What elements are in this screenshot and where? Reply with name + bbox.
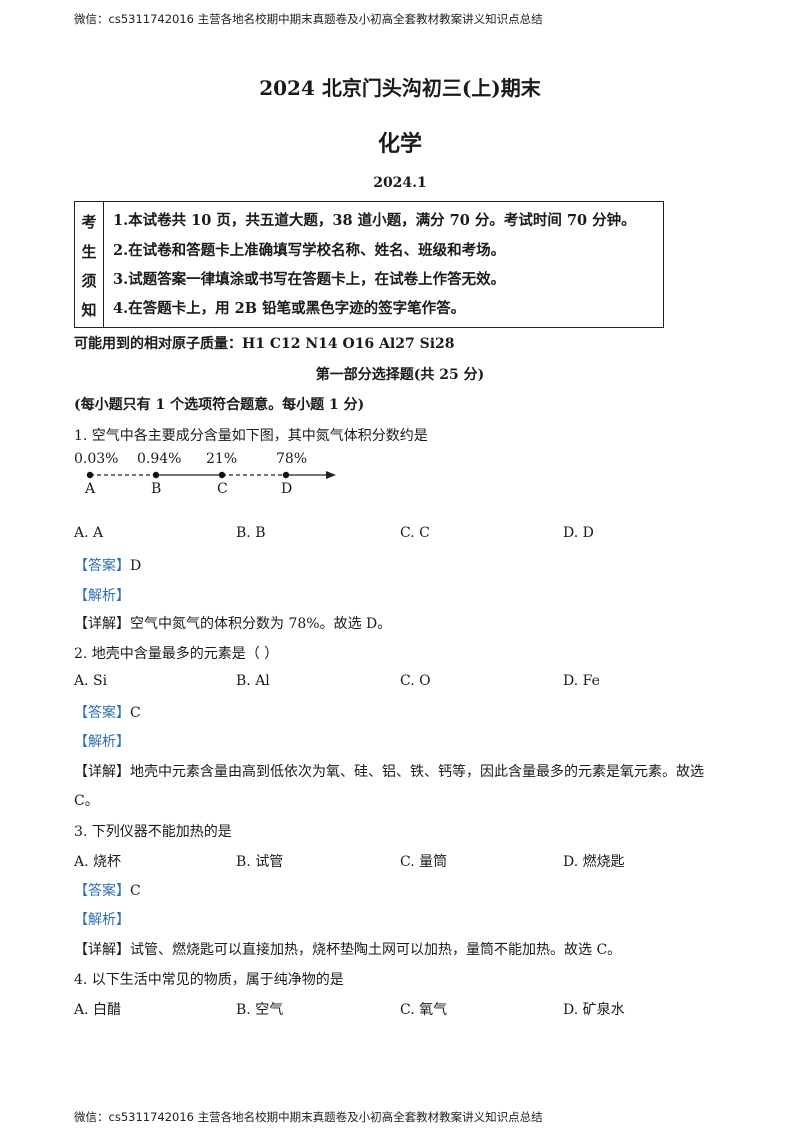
detail-tag: 【详解】	[74, 764, 130, 780]
notice-label-column: 考 生 须 知	[75, 202, 104, 327]
q3-option-d: D. 燃烧匙	[563, 854, 625, 870]
q4-option-c: C. 氧气	[400, 1002, 448, 1018]
q2-stem: 2. 地壳中含量最多的元素是（ ）	[74, 646, 279, 662]
answer-value: C	[130, 883, 141, 899]
notice-label-char: 知	[81, 301, 97, 319]
q1-option-b: B. B	[236, 525, 266, 541]
answer-value: D	[130, 558, 142, 574]
answer-tag: 【答案】	[74, 705, 130, 721]
page-footer-watermark: 微信：cs5311742016 主营各地名校期中期末真题卷及小初高全套教材教案讲…	[74, 1110, 543, 1124]
q2-option-a: A. Si	[74, 673, 108, 689]
q2-analysis-tag: 【解析】	[74, 734, 130, 750]
notice-item: 4.在答题卡上，用 2B 铅笔或黑色字迹的签字笔作答。	[113, 300, 466, 317]
notice-label-char: 生	[81, 243, 97, 261]
notice-item: 2.在试卷和答题卡上准确填写学校名称、姓名、班级和考场。	[113, 242, 506, 259]
atomic-masses: 可能用到的相对原子质量：H1 C12 N14 O16 Al27 Si28	[74, 336, 455, 352]
axis-point-label: A	[85, 481, 96, 497]
axis-value: 0.94%	[137, 451, 182, 467]
axis-point-label: D	[281, 481, 293, 497]
notice-label-char: 考	[81, 213, 97, 231]
axis-point-label: B	[151, 481, 162, 497]
q2-detail: 【详解】地壳中元素含量由高到低依次为氧、硅、铝、铁、钙等，因此含量最多的元素是氧…	[74, 761, 704, 781]
q3-answer: 【答案】C	[74, 880, 141, 900]
axis-point-label: C	[217, 481, 228, 497]
q1-detail: 【详解】空气中氮气的体积分数为 78%。故选 D。	[74, 613, 391, 633]
exam-date: 2024.1	[373, 175, 427, 191]
q2-detail-continued: C。	[74, 793, 99, 809]
q1-answer: 【答案】D	[74, 555, 141, 575]
notice-label-char: 须	[81, 272, 97, 290]
answer-value: C	[130, 705, 141, 721]
notice-item: 3.试题答案一律填涂或书写在答题卡上，在试卷上作答无效。	[113, 271, 506, 288]
detail-text: 试管、燃烧匙可以直接加热，烧杯垫陶土网可以加热，量筒不能加热。故选 C。	[130, 942, 622, 958]
axis-point	[282, 471, 290, 479]
detail-tag: 【详解】	[74, 616, 130, 632]
section-note: (每小题只有 1 个选项符合题意。每小题 1 分)	[74, 397, 365, 413]
q2-answer: 【答案】C	[74, 702, 141, 722]
q3-detail: 【详解】试管、燃烧匙可以直接加热，烧杯垫陶土网可以加热，量筒不能加热。故选 C。	[74, 939, 621, 959]
detail-tag: 【详解】	[74, 942, 130, 958]
q4-option-b: B. 空气	[236, 1002, 284, 1018]
q1-option-a: A. A	[74, 525, 104, 541]
exam-title: 2024 北京门头沟初三(上)期末	[259, 76, 541, 100]
notice-item: 1.本试卷共 10 页，共五道大题，38 道小题，满分 70 分。考试时间 70…	[113, 212, 636, 229]
answer-tag: 【答案】	[74, 883, 130, 899]
axis-value: 21%	[206, 451, 238, 467]
q1-analysis-tag: 【解析】	[74, 588, 130, 604]
q2-option-c: C. O	[400, 673, 431, 689]
q3-stem: 3. 下列仪器不能加热的是	[74, 824, 232, 840]
section-title: 第一部分选择题(共 25 分)	[315, 367, 485, 383]
composition-axis	[86, 471, 336, 479]
axis-value: 78%	[276, 451, 308, 467]
q3-analysis-tag: 【解析】	[74, 912, 130, 928]
q4-stem: 4. 以下生活中常见的物质，属于纯净物的是	[74, 972, 344, 988]
answer-tag: 【答案】	[74, 558, 130, 574]
page-header-watermark: 微信：cs5311742016 主营各地名校期中期末真题卷及小初高全套教材教案讲…	[74, 12, 543, 26]
detail-text: 空气中氮气的体积分数为 78%。故选 D。	[130, 616, 392, 632]
axis-value: 0.03%	[74, 451, 119, 467]
q2-option-d: D. Fe	[563, 673, 600, 689]
q3-option-b: B. 试管	[236, 854, 284, 870]
q1-option-d: D. D	[563, 525, 594, 541]
axis-arrow-icon	[326, 471, 336, 479]
subject-title: 化学	[377, 131, 422, 157]
q4-option-d: D. 矿泉水	[563, 1002, 625, 1018]
q1-option-c: C. C	[400, 525, 430, 541]
exam-notice-box: 考 生 须 知 1.本试卷共 10 页，共五道大题，38 道小题，满分 70 分…	[74, 201, 664, 328]
q2-option-b: B. Al	[236, 673, 270, 689]
q4-option-a: A. 白醋	[74, 1002, 122, 1018]
axis-point	[152, 471, 160, 479]
detail-text: 地壳中元素含量由高到低依次为氧、硅、铝、铁、钙等，因此含量最多的元素是氧元素。故…	[130, 764, 704, 780]
q3-option-c: C. 量筒	[400, 854, 448, 870]
q3-option-a: A. 烧杯	[74, 854, 122, 870]
axis-point	[86, 471, 94, 479]
q1-stem: 1. 空气中各主要成分含量如下图，其中氮气体积分数约是	[74, 428, 428, 444]
axis-point	[218, 471, 226, 479]
